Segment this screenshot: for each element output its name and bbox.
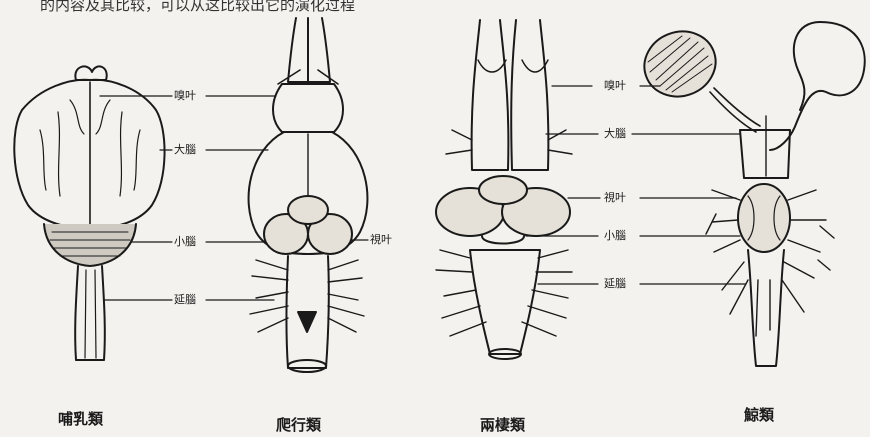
label-olfactory-lobe-amphibian: 嗅叶 — [604, 80, 626, 92]
amphibian-olfactory-lobes — [472, 20, 549, 170]
amphibian-brain — [436, 20, 572, 359]
mammal-olfactory-lobes — [75, 66, 106, 80]
reptile-brain — [249, 18, 368, 372]
label-cerebrum-mammal: 大腦 — [174, 144, 196, 156]
amphibian-medulla — [470, 250, 540, 354]
fish-medulla — [748, 250, 784, 366]
caption-fish: 鯨類 — [744, 404, 774, 425]
reptile-olfactory-bulb — [273, 84, 343, 132]
label-olfactory-lobe-mammal: 嗅叶 — [174, 90, 196, 102]
caption-mammal: 哺乳類 — [58, 408, 103, 429]
amphibian-cerebellum — [482, 236, 524, 244]
label-cerebellum-amphibian: 小腦 — [604, 230, 626, 242]
fish-forebrain — [740, 130, 790, 178]
label-optic-lobe-reptile: 視叶 — [370, 234, 392, 246]
label-medulla-amphibian: 延腦 — [604, 278, 626, 290]
fish-brain — [635, 22, 865, 366]
label-cerebellum-mammal: 小腦 — [174, 236, 196, 248]
mammal-brain — [14, 66, 164, 360]
leader-lines — [100, 86, 746, 300]
mammal-medulla — [75, 266, 105, 360]
label-cerebrum-amphibian: 大腦 — [604, 128, 626, 140]
caption-reptile: 爬行類 — [276, 414, 321, 435]
reptile-olfactory-tracts — [288, 18, 330, 82]
mammal-cerebellum — [44, 224, 136, 266]
caption-amphibian: 兩棲類 — [480, 414, 525, 435]
label-optic-lobe-amphibian: 視叶 — [604, 192, 626, 204]
fish-optic-lobe — [738, 184, 790, 252]
label-medulla-mammal: 延腦 — [174, 294, 196, 306]
